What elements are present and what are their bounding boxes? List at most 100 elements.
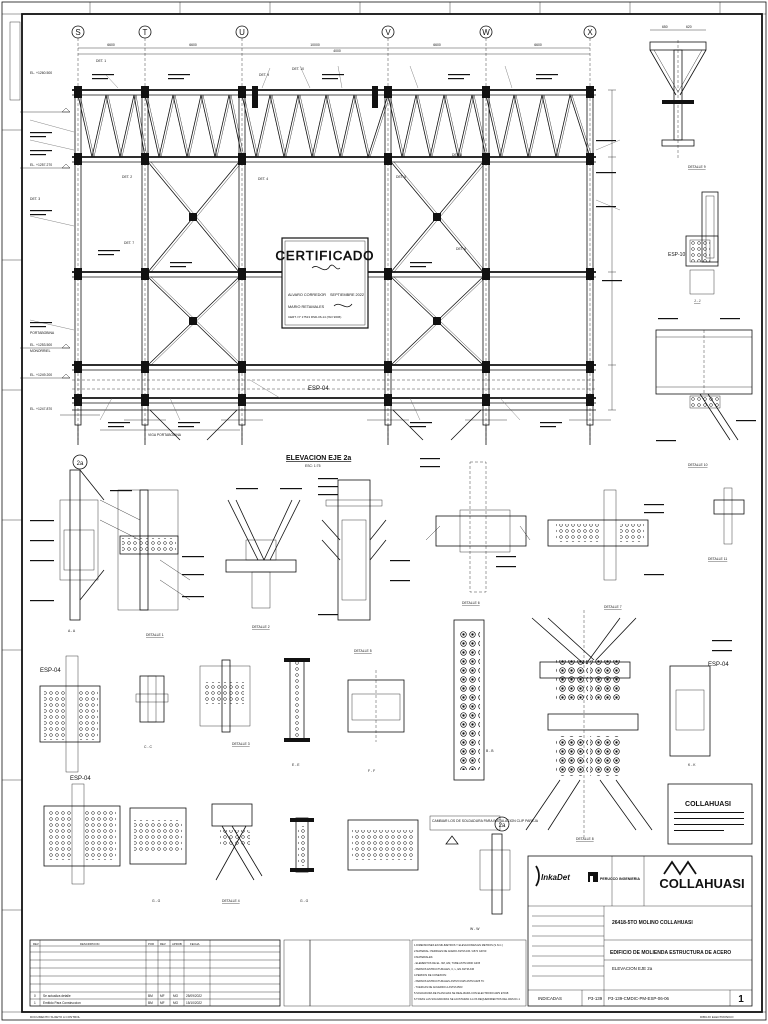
rev-row1-date: 15/10/2022 xyxy=(186,1001,202,1005)
rev-row1-por: BM xyxy=(148,1001,153,1005)
grid-letter-u: U xyxy=(239,28,245,37)
rev-header-desc: DESCRIPCION xyxy=(80,942,99,946)
x-bracing xyxy=(147,161,487,441)
cert-line-4: CERT. N° 17513 RSD-06-14 (ISO 9606) xyxy=(288,315,341,319)
ee-label: E - E xyxy=(292,763,300,767)
note-1: 1.DIMENSIONES EN MILIMETROS Y ELEVACIONE… xyxy=(414,943,503,947)
grid-axes: S T U V W X 6600 6600 10000 4000 6600 66… xyxy=(71,25,597,440)
jj-label: J - J xyxy=(694,299,701,303)
dim-4: 4000 xyxy=(333,49,341,53)
gg-label-2: G - G xyxy=(300,899,309,903)
portabobina-label: VIGA PORTABOBINA xyxy=(148,433,182,437)
title-block: COLLAHUASI InkaDet PERUCCO INGENIERIA CO… xyxy=(527,783,753,1007)
detail-row3-mid: CAMBIAR LOS DE SOLDADURA PARA INSTALACIO… xyxy=(347,815,539,871)
drawing-subtitle: ELEVACION EJE 2a xyxy=(612,966,653,971)
general-notes: 1.DIMENSIONES EN MILIMETROS Y ELEVACIONE… xyxy=(411,939,527,1007)
esp04-left-label: ESP-04 xyxy=(40,668,61,674)
esp04-detail-left: ESP-04 xyxy=(39,655,101,773)
section-ff: F - F xyxy=(347,670,405,773)
detalle-11: DETALLE 11 xyxy=(708,487,745,561)
project-name: 26418-5TO MOLINO COLLAHUASI xyxy=(612,920,693,926)
ww-label: W - W xyxy=(470,927,480,931)
dim-1: 6600 xyxy=(107,43,115,47)
bottom-legs xyxy=(20,107,611,445)
detalle-8-label: DETALLE 8 xyxy=(576,837,594,841)
portabobina-side-label: PORTABOBINA xyxy=(30,331,55,335)
rev-row1-desc: Emitido Para Construccion xyxy=(43,1001,81,1005)
el-label-5: EL. +1247.870 xyxy=(30,407,52,411)
det-label-1: DET. 1 xyxy=(96,59,106,63)
detalle-2-label: DETALLE 2 xyxy=(252,625,270,629)
sheet-code: P3-139 xyxy=(588,996,603,1001)
mid-beams xyxy=(72,268,596,411)
det-label-2: DET. 2 xyxy=(122,175,132,179)
grid-letter-t: T xyxy=(143,28,148,37)
grid-letter-s: S xyxy=(75,28,80,37)
rev-row2-apr: MO xyxy=(173,994,179,998)
det-label-7: DET. 7 xyxy=(124,241,134,245)
rev-header-date: FECHA xyxy=(190,942,200,946)
detalle-5: DETALLE 5 xyxy=(318,478,410,653)
rev-row2-por: BM xyxy=(148,994,153,998)
rev-header-apr: APROB xyxy=(172,942,182,946)
bubble-2a: 2a xyxy=(77,461,84,467)
rev-header-rev: REV xyxy=(33,942,39,946)
cc-label: C - C xyxy=(144,745,152,749)
detalle-1-label: DETALLE 1 xyxy=(146,633,164,637)
aa-label: A - A xyxy=(68,629,76,633)
detalle-3: DETALLE 3 xyxy=(199,659,251,746)
note-3: 3.MATERIALES: xyxy=(414,955,433,959)
top-truss xyxy=(72,86,596,165)
note-10: 6.TODAS LAS SOLDADURAS SE AJUSTARAN A LO… xyxy=(414,997,520,1001)
detalle-11-label: DETALLE 11 xyxy=(708,557,727,561)
dim-6: 6600 xyxy=(534,43,542,47)
detalle-4: DETALLE 4 xyxy=(211,803,263,903)
ff-label: F - F xyxy=(368,769,375,773)
esp04-label: ESP-04 xyxy=(308,386,329,392)
det-label-5: DET. 5 xyxy=(396,175,406,179)
note-7: - PERNOS ESTRUCTURALES ASTM F3125 ASTM A… xyxy=(414,979,484,983)
logo-small: COLLAHUASI xyxy=(685,801,731,808)
note-5: - PERNOS ESTRUCTURALES, C, L, EN ASTM A3… xyxy=(414,967,475,971)
footer-left: DOCUMENTO SUJETO A CONTROL xyxy=(30,1015,81,1019)
revision-number: 1 xyxy=(738,994,744,1005)
esp04-detail-bottom: ESP-04 xyxy=(43,776,121,885)
d9-dim-a: 650 xyxy=(662,25,668,29)
bb-label: B - B xyxy=(486,749,494,753)
dim-3: 10000 xyxy=(310,43,320,47)
detalle-5-label: DETALLE 5 xyxy=(354,649,372,653)
dim-2: 6600 xyxy=(189,43,197,47)
detalle-9-label: DETALLE 9 xyxy=(688,165,706,169)
rev-row2-rev: 0 xyxy=(34,994,36,998)
el-label-2: EL. +1257.270 xyxy=(30,163,52,167)
rev-header-por: POR xyxy=(148,942,154,946)
det-label-9: DET. 9 xyxy=(259,73,269,77)
dim-5: 6600 xyxy=(433,43,441,47)
doc-number: P3-139-CMDIC-PM-ESP-06-06 xyxy=(608,996,670,1001)
cert-line-2: SEPTIEMBRE 2022 xyxy=(330,293,364,297)
kk-label: K - K xyxy=(688,763,696,767)
footer-right: DIBUJO ELECTRONICO xyxy=(700,1015,734,1019)
gg-label-1: G - G xyxy=(152,899,161,903)
detalle-7-label: DETALLE 7 xyxy=(604,605,622,609)
note-9: 5.SOLDADURA DE PLANCHAS SE REALIZARA CON… xyxy=(414,991,509,995)
monorriel-label: MONORRIEL xyxy=(30,349,51,353)
detalle-10-label: DETALLE 10 xyxy=(688,463,708,467)
el-label-1: EL. +1260.500 xyxy=(30,71,52,75)
rev-row1-apr: MO xyxy=(173,1001,179,1005)
note-box-text: CAMBIAR LOS DE SOLDADURA PARA INSTALACIO… xyxy=(432,819,539,823)
elevation-scale: ESC: 1:75 xyxy=(305,464,321,468)
det-label-6: DET. 6 xyxy=(456,247,466,251)
el-label-4: EL. +1249.200 xyxy=(30,373,52,377)
perucco-logo: PERUCCO INGENIERIA xyxy=(600,877,640,881)
note-2: 2.MATERIAL: PERFILES DE ACERO ASTM A36 /… xyxy=(414,949,487,953)
detalle-4-label: DETALLE 4 xyxy=(222,899,240,903)
det-label-3: DET. 3 xyxy=(30,197,40,201)
d9-dim-b: 620 xyxy=(686,25,692,29)
elevation-title: ELEVACION EJE 2a xyxy=(286,455,351,462)
rev-row2-desc: Se actualiza detalle xyxy=(43,994,71,998)
section-ww: 2a W - W xyxy=(470,816,511,931)
rev-row1-chk: MF xyxy=(160,1001,165,1005)
esp04-right-label: ESP-04 xyxy=(708,662,729,668)
